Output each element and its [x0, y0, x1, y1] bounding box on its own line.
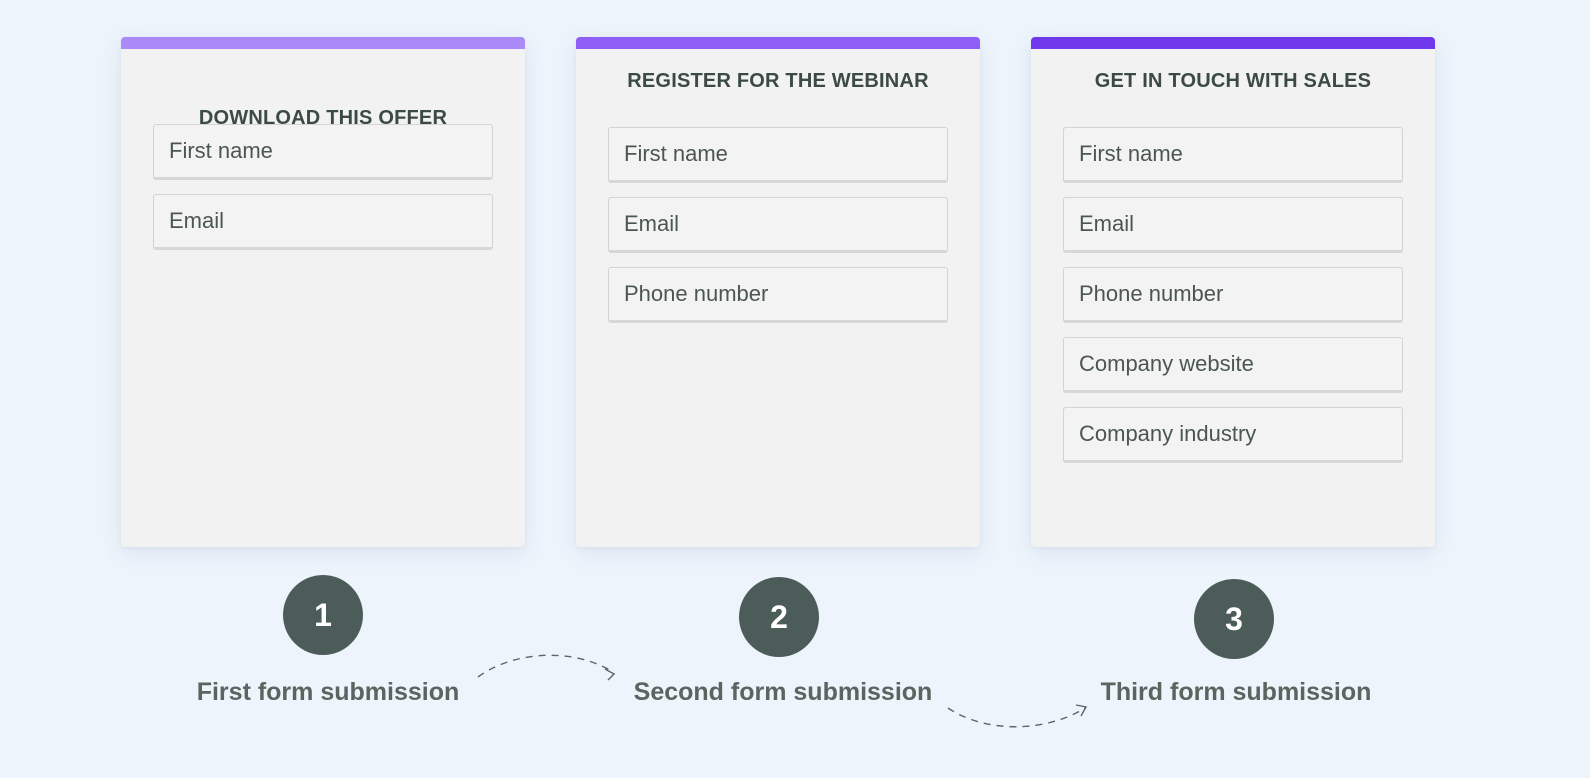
form-fields: First name Email	[153, 124, 493, 264]
form-card-register-webinar: REGISTER FOR THE WEBINAR First name Emai…	[576, 37, 980, 547]
form-fields: First name Email Phone number	[608, 127, 948, 337]
company-website-field[interactable]: Company website	[1063, 337, 1403, 393]
phone-number-field[interactable]: Phone number	[608, 267, 948, 323]
step-2-circle: 2	[739, 577, 819, 657]
card-accent-bar	[121, 37, 525, 49]
email-field[interactable]: Email	[608, 197, 948, 253]
form-fields: First name Email Phone number Company we…	[1063, 127, 1403, 477]
step-1-label: First form submission	[196, 678, 460, 706]
step-2-label: Second form submission	[633, 678, 933, 706]
first-name-field[interactable]: First name	[608, 127, 948, 183]
form-title: GET IN TOUCH WITH SALES	[1094, 70, 1372, 92]
first-name-field[interactable]: First name	[153, 124, 493, 180]
form-card-download-offer: DOWNLOAD THIS OFFER First name Email	[121, 37, 525, 547]
form-card-contact-sales: GET IN TOUCH WITH SALES First name Email…	[1031, 37, 1435, 547]
step-1-circle: 1	[283, 575, 363, 655]
form-title: REGISTER FOR THE WEBINAR	[627, 70, 929, 92]
arrow-step-1-to-2	[477, 654, 616, 681]
card-accent-bar	[1031, 37, 1435, 49]
company-industry-field[interactable]: Company industry	[1063, 407, 1403, 463]
first-name-field[interactable]: First name	[1063, 127, 1403, 183]
step-3-label: Third form submission	[1100, 678, 1372, 706]
form-title: DOWNLOAD THIS OFFER	[198, 107, 448, 129]
email-field[interactable]: Email	[1063, 197, 1403, 253]
step-3-circle: 3	[1194, 579, 1274, 659]
phone-number-field[interactable]: Phone number	[1063, 267, 1403, 323]
arrow-step-2-to-3	[947, 704, 1088, 728]
email-field[interactable]: Email	[153, 194, 493, 250]
card-accent-bar	[576, 37, 980, 49]
